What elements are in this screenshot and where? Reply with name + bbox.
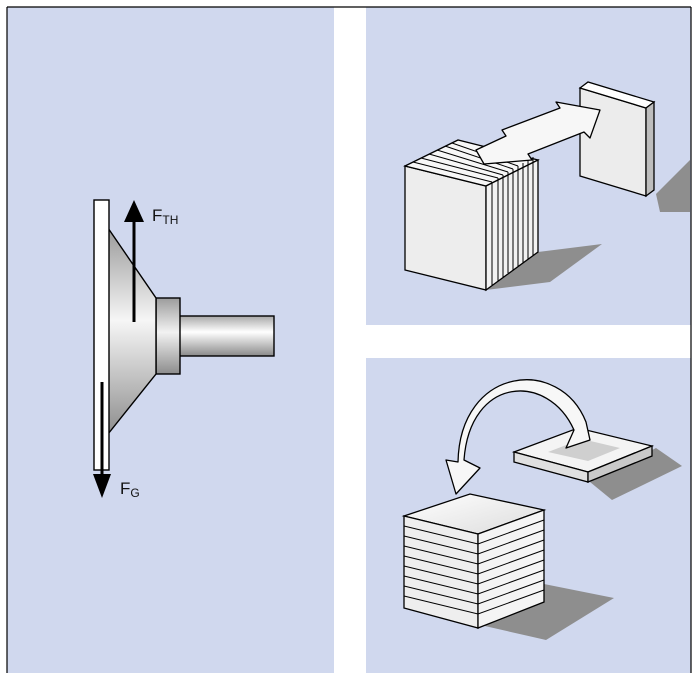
gripper-hub [155, 297, 181, 375]
stack-side-face [485, 158, 539, 292]
panel-shadow [656, 160, 690, 212]
vertical-stack-scene [403, 81, 690, 292]
suction-gripper [93, 199, 275, 471]
hstack-sheet-lines [403, 519, 545, 615]
single-panel-side [645, 100, 655, 198]
stack-front-face [404, 165, 487, 291]
force-arrow-thrust [124, 200, 144, 322]
curved-transfer-arrow [445, 379, 591, 495]
horizontal-stack-scene [401, 379, 682, 640]
stack-shadow [486, 244, 602, 290]
stack-sheet-lines [412, 142, 534, 285]
label-thrust: FTH [152, 206, 178, 227]
tile-inner [548, 439, 620, 461]
gripper-shaft [177, 315, 275, 357]
double-arrow [475, 101, 601, 165]
frame-border [6, 6, 692, 673]
label-gravity: FG [120, 479, 140, 500]
hstack-shadow [476, 584, 614, 640]
force-arrow-gravity [93, 382, 111, 498]
tile-shadow [590, 448, 682, 500]
tile-side [587, 445, 653, 483]
